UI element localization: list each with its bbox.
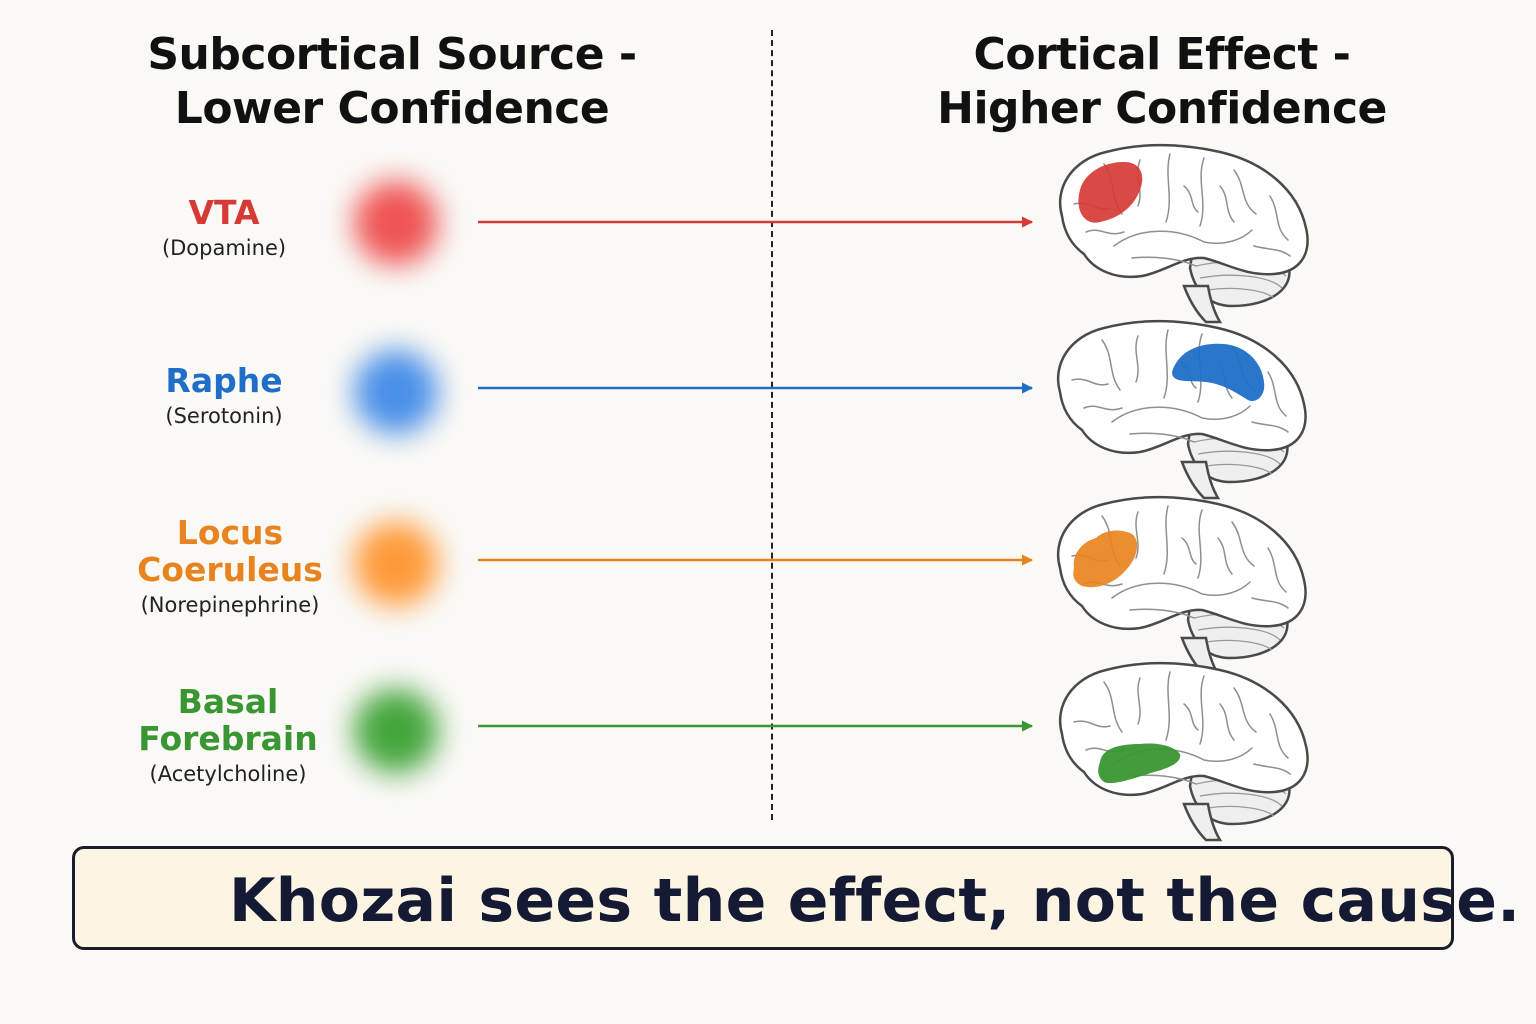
brain-vta-frontal bbox=[1058, 143, 1309, 324]
neurotransmitter-label: (Norepinephrine) bbox=[140, 593, 320, 617]
vta-source-glow bbox=[354, 181, 438, 265]
cortical-header-line-2: Higher Confidence bbox=[937, 83, 1387, 134]
locus-coeruleus-source-glow bbox=[354, 522, 438, 606]
cortical-effect-header: Cortical Effect - Higher Confidence bbox=[862, 28, 1462, 136]
cortical-header-line-1: Cortical Effect - bbox=[973, 29, 1351, 80]
subcortical-header-line-2: Lower Confidence bbox=[174, 83, 610, 134]
neurotransmitter-label: (Dopamine) bbox=[161, 236, 287, 260]
brain-raphe-parietal bbox=[1056, 319, 1307, 500]
subcortical-source-header: Subcortical Source - Lower Confidence bbox=[92, 28, 692, 136]
neurotransmitter-label: (Serotonin) bbox=[165, 404, 283, 428]
frontal-cortex-region bbox=[1078, 162, 1143, 223]
source-label-basal-forebrain: Basal Forebrain (Acetylcholine) bbox=[78, 683, 378, 791]
conclusion-callout-box: Khozai sees the effect, not the cause. bbox=[72, 846, 1520, 950]
lateral-frontal-cortex-region bbox=[1073, 530, 1138, 588]
source-name-line: VTA bbox=[188, 193, 260, 232]
source-label-vta: VTA (Dopamine) bbox=[74, 194, 374, 265]
source-label-locus-coeruleus: Locus Coeruleus (Norepinephrine) bbox=[80, 514, 380, 622]
source-name-line: Locus bbox=[176, 513, 284, 552]
dashed-divider bbox=[771, 30, 773, 820]
source-name-line: Coeruleus bbox=[137, 550, 323, 589]
temporal-cortex-region bbox=[1098, 743, 1181, 784]
parietal-cortex-region bbox=[1172, 343, 1265, 402]
source-name-line: Forebrain bbox=[138, 719, 318, 758]
source-name-line: Raphe bbox=[165, 361, 283, 400]
brain-locus-coeruleus-frontal bbox=[1056, 495, 1307, 676]
neurotransmitter-label: (Acetylcholine) bbox=[149, 762, 307, 786]
brain-basal-forebrain-temporal bbox=[1058, 661, 1309, 842]
conclusion-text: Khozai sees the effect, not the cause. bbox=[229, 866, 1521, 936]
basal-forebrain-source-glow bbox=[354, 689, 438, 773]
subcortical-header-line-1: Subcortical Source - bbox=[147, 29, 637, 80]
source-label-raphe: Raphe (Serotonin) bbox=[74, 362, 374, 433]
source-name-line: Basal bbox=[177, 682, 279, 721]
raphe-source-glow bbox=[354, 350, 438, 434]
